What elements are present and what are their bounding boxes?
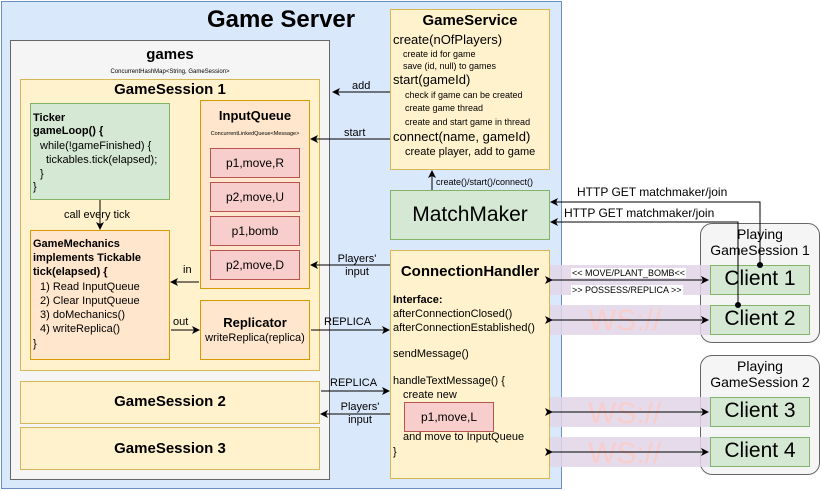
client-1-label: Client 1	[724, 267, 796, 290]
mechanics-close: }	[33, 338, 37, 350]
handler-established: afterConnectionEstablished()	[393, 322, 535, 334]
client-3-label: Client 3	[724, 399, 796, 422]
label-in: in	[183, 264, 192, 276]
arrow-http-join-1	[550, 198, 761, 265]
game-session-2	[20, 381, 320, 424]
mechanics-implements: implements Tickable	[33, 252, 142, 264]
games-subtitle: ConcurrentHashMap<String, GameSession>	[110, 69, 230, 75]
playing-session-1-title-line-1: Playing GameSession 1	[700, 226, 820, 258]
queue-item-label: p2,move,U	[225, 190, 285, 204]
service-create-step-1: create id for game	[403, 49, 476, 59]
mechanics-step-2: 2) Clear InputQueue	[40, 295, 140, 307]
ticker-tick: tickables.tick(elapsed);	[46, 154, 158, 166]
replicator-method: writeReplica(replica)	[205, 332, 305, 344]
label-replica-2: REPLICA	[330, 377, 378, 389]
service-connect-step: create player, add to game	[405, 146, 536, 158]
handler-message-label: p1,move,L	[420, 410, 478, 424]
label-ws-possess: >> POSSESS/REPLICA >>	[571, 285, 683, 295]
ticker-close-inner: }	[40, 168, 44, 180]
playing-session-1-title: Playing GameSession 1	[710, 226, 810, 258]
label-http-join-1: HTTP GET matchmaker/join	[577, 185, 728, 199]
queue-item	[210, 216, 300, 246]
label-add: add	[352, 80, 371, 92]
game-session-3-title: GameSession 3	[114, 440, 226, 457]
label-ws-move: << MOVE/PLANT_BOMB<<	[571, 268, 687, 278]
mechanics-tick: tick(elapsed) {	[33, 266, 108, 278]
queue-item	[210, 148, 300, 178]
service-connect: connect(name, gameId)	[393, 129, 531, 144]
game-server-title: Game Server	[207, 6, 356, 33]
service-create: create(nOfPlayers)	[393, 32, 503, 47]
queue-item-label: p1,move,R	[225, 156, 285, 170]
ticker-box	[30, 103, 170, 200]
game-session-3	[20, 427, 320, 470]
playing-session-2-title-wrap: Playing GameSession 2	[700, 358, 820, 390]
client-4-label: Client 4	[724, 439, 796, 462]
arrow-http-join-2	[550, 218, 739, 305]
input-queue-title: InputQueue	[218, 108, 292, 123]
handler-message-box	[404, 402, 494, 432]
label-out: out	[173, 316, 189, 328]
queue-item-label: p2,move,D	[225, 258, 285, 272]
handler-closed: afterConnectionClosed()	[393, 308, 513, 320]
ticker-gameloop: gameLoop() {	[33, 125, 104, 137]
ticker-title: Ticker	[33, 112, 66, 124]
replicator-title: Replicator	[223, 315, 287, 330]
mechanics-step-4: 4) writeReplica()	[40, 323, 121, 335]
game-service-box	[390, 9, 550, 170]
service-start-step-1: check if game can be created	[405, 90, 523, 100]
handler-move-to-queue: and move to InputQueue	[403, 431, 525, 443]
label-players-input-1: Players' input	[337, 253, 377, 278]
game-session-2-title: GameSession 2	[114, 393, 226, 410]
label-http-join-2: HTTP GET matchmaker/join	[564, 206, 715, 220]
service-create-step-2: save (id, null) to games	[403, 61, 497, 71]
mechanics-step-3: 3) doMechanics()	[40, 309, 125, 321]
input-queue-subtitle: ConcurrentLinkedQueue<Message>	[210, 131, 300, 137]
client-2-label: Client 2	[724, 307, 796, 330]
label-call-every-tick: call every tick	[64, 209, 131, 221]
game-mechanics-box	[30, 230, 170, 360]
games-title: games	[146, 46, 194, 63]
service-start-step-2: create game thread	[405, 103, 484, 113]
http-join-origin-1	[757, 262, 763, 268]
playing-session-2-title: Playing GameSession 2	[710, 358, 810, 390]
handler-send: sendMessage()	[393, 348, 469, 360]
queue-item	[210, 182, 300, 212]
ticker-close-outer: }	[33, 181, 37, 193]
matchmaker-title: MatchMaker	[412, 203, 528, 226]
client-4-box	[710, 437, 810, 467]
game-service-title: GameService	[422, 12, 518, 29]
label-service-calls: create()/start()/connect()	[436, 177, 534, 187]
http-join-origin-2	[735, 302, 741, 308]
handler-close: }	[393, 446, 397, 458]
replicator-box	[200, 300, 310, 360]
handler-create-new: create new	[403, 389, 457, 401]
handler-handle: handleTextMessage() {	[393, 375, 505, 387]
service-start: start(gameId)	[393, 72, 471, 87]
client-2-box	[710, 305, 810, 335]
handler-interface: Interface:	[393, 294, 443, 306]
connection-handler-title: ConnectionHandler	[400, 263, 540, 280]
client-1-box	[710, 265, 810, 295]
game-session-1-title: GameSession 1	[114, 81, 226, 98]
queue-item	[210, 250, 300, 280]
label-start: start	[344, 127, 366, 139]
queue-item-label: p1,bomb	[231, 224, 279, 238]
mechanics-title: GameMechanics	[33, 238, 120, 250]
ticker-while: while(!gameFinished) {	[40, 140, 152, 152]
label-replica-1: REPLICA	[324, 316, 372, 328]
client-3-box	[710, 397, 810, 427]
connection-handler-box	[390, 250, 550, 479]
matchmaker-box	[390, 190, 550, 240]
service-start-step-3: create and start game in thread	[405, 117, 531, 127]
mechanics-step-1: 1) Read InputQueue	[40, 281, 140, 293]
label-players-input-2: Players' input	[340, 401, 380, 426]
